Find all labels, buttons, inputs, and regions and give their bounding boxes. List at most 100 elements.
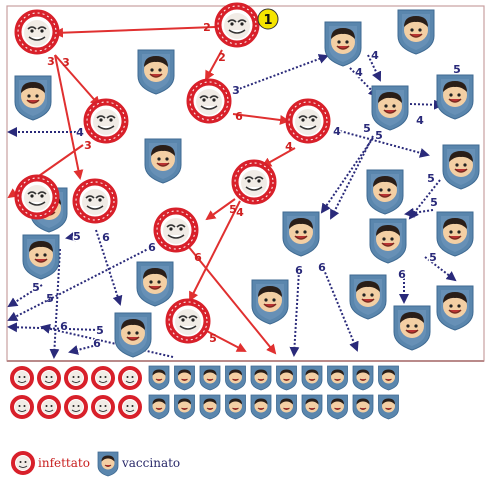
contact-arrow-line [320,137,374,214]
contact-arrows: 34444455555556666655656 [7,48,465,359]
legend-infected-icon [11,451,35,475]
infected-node-icon [218,6,256,44]
step-badge: 1 [257,8,279,30]
contact-arrow-line [289,270,300,357]
infection-arrow-label: 5 [209,332,217,345]
tally-infected-icon [118,395,142,419]
contact-arrow: 4 [367,48,382,82]
contact-arrow-line [95,229,123,306]
contact-arrow: 5 [424,250,457,282]
infection-arrow: 5 [189,200,241,302]
tally-vaccinated-icon [250,365,272,391]
infection-arrow-line [54,54,84,180]
contact-arrow-line [330,135,374,220]
vaccinated-node-icon [144,138,182,184]
vaccinated-node-icon [114,312,152,358]
infection-arrow-line [232,113,290,125]
contact-arrow: 5 [7,280,43,308]
tally-vaccinated-icon [301,394,323,420]
tally-infected-icon [64,395,88,419]
infection-arrow: 6 [187,245,277,355]
infected-node-icon [235,163,273,201]
contact-arrow: 6 [95,229,123,306]
contact-arrow-line [68,344,98,355]
infected-node-icon [289,102,327,140]
contact-arrow-label: 4 [371,49,379,62]
step-badge-label: 1 [263,13,272,28]
contact-arrow-label: 5 [96,324,104,337]
infection-arrow: 3 [54,54,84,180]
infection-arrow-line [205,49,223,81]
legend-infected-label: infettato [38,456,90,470]
infection-arrow-line [54,54,101,107]
vaccinated-node-icon [14,75,52,121]
infected-node-icon [18,178,56,216]
contact-arrow-label: 6 [93,337,101,350]
contact-arrow: 6 [289,263,304,357]
tally-infected-icon [118,366,142,390]
tally-infected-icon [64,366,88,390]
infection-arrow: 4 [261,140,296,167]
contact-arrow: 5 [65,229,82,244]
infected-node-icon [190,82,228,120]
tally-vaccinated-icon [276,365,297,391]
infection-arrow-line [205,198,236,221]
infection-arrow-label: 2 [203,21,211,34]
contact-arrow-label: 5 [430,196,438,209]
infection-arrow-label: 4 [236,206,244,219]
contact-arrow-label: 6 [102,231,110,244]
legend-vaccinated-icon [97,451,119,477]
infection-arrow-line [189,200,241,302]
infection-arrow-label: 6 [194,251,202,264]
vaccinated-node-icon [436,74,474,120]
contact-arrow: 5 [320,121,374,214]
tally-infected-icon [91,366,115,390]
tally-infected-icon [91,395,115,419]
tally-vaccinated-icon [378,394,399,420]
tally-infected-icon [10,366,34,390]
contact-arrow-label: 6 [398,268,406,281]
contact-arrow-line [404,207,434,218]
contact-arrow: 6 [40,319,174,358]
tally-vaccinated-icon [148,365,170,391]
vaccinated-node-icon [369,218,407,264]
infection-arrow-label: 5 [229,203,237,216]
contact-arrow: 5 [330,128,384,220]
tally-infected-icon [10,395,34,419]
tally-vaccinated-icon [352,365,374,391]
infected-node-icon [169,302,207,340]
contact-arrow: 6 [68,336,102,355]
infection-arrow-label: 2 [218,51,226,64]
contact-arrow-label: 6 [295,264,303,277]
infection-arrow: 6 [232,110,290,125]
contact-arrow-label: 5 [375,129,383,142]
contact-arrow: 4 [7,125,85,140]
contact-arrow-line [367,54,382,82]
tally-vaccinated-icon [276,394,297,420]
legend-vaccinated-label: vaccinato [121,456,180,470]
contact-arrow-label: 4 [333,125,341,138]
contact-arrow-label: 4 [416,114,424,127]
infection-arrow: 3 [47,54,101,107]
contact-arrow: 6 [397,267,409,304]
contact-arrow: 6 [7,240,157,321]
contact-arrow-label: 5 [363,122,371,135]
vaccinated-node-icon [136,261,174,307]
tally-vaccinated-icon [148,394,170,420]
contact-arrow-line [7,284,43,308]
vaccinated-node-icon [251,279,289,325]
contact-arrow: 5 [7,322,105,338]
contact-arrow: 5 [408,171,441,220]
contact-arrow-label: 5 [32,281,40,294]
infection-arrow-label: 6 [235,110,243,123]
contact-arrow-label: 6 [148,241,156,254]
infection-arrow-line [261,147,296,167]
infection-arrow-line [53,26,216,38]
tally-vaccinated-icon [352,394,374,420]
vaccinated-node-icon [137,49,175,95]
contact-arrow-line [65,231,78,242]
contact-arrow-label: 5 [427,172,435,185]
contact-arrow: 4 [409,99,444,128]
infection-arrow-label: 3 [62,56,70,69]
infected-node-icon [76,182,114,220]
